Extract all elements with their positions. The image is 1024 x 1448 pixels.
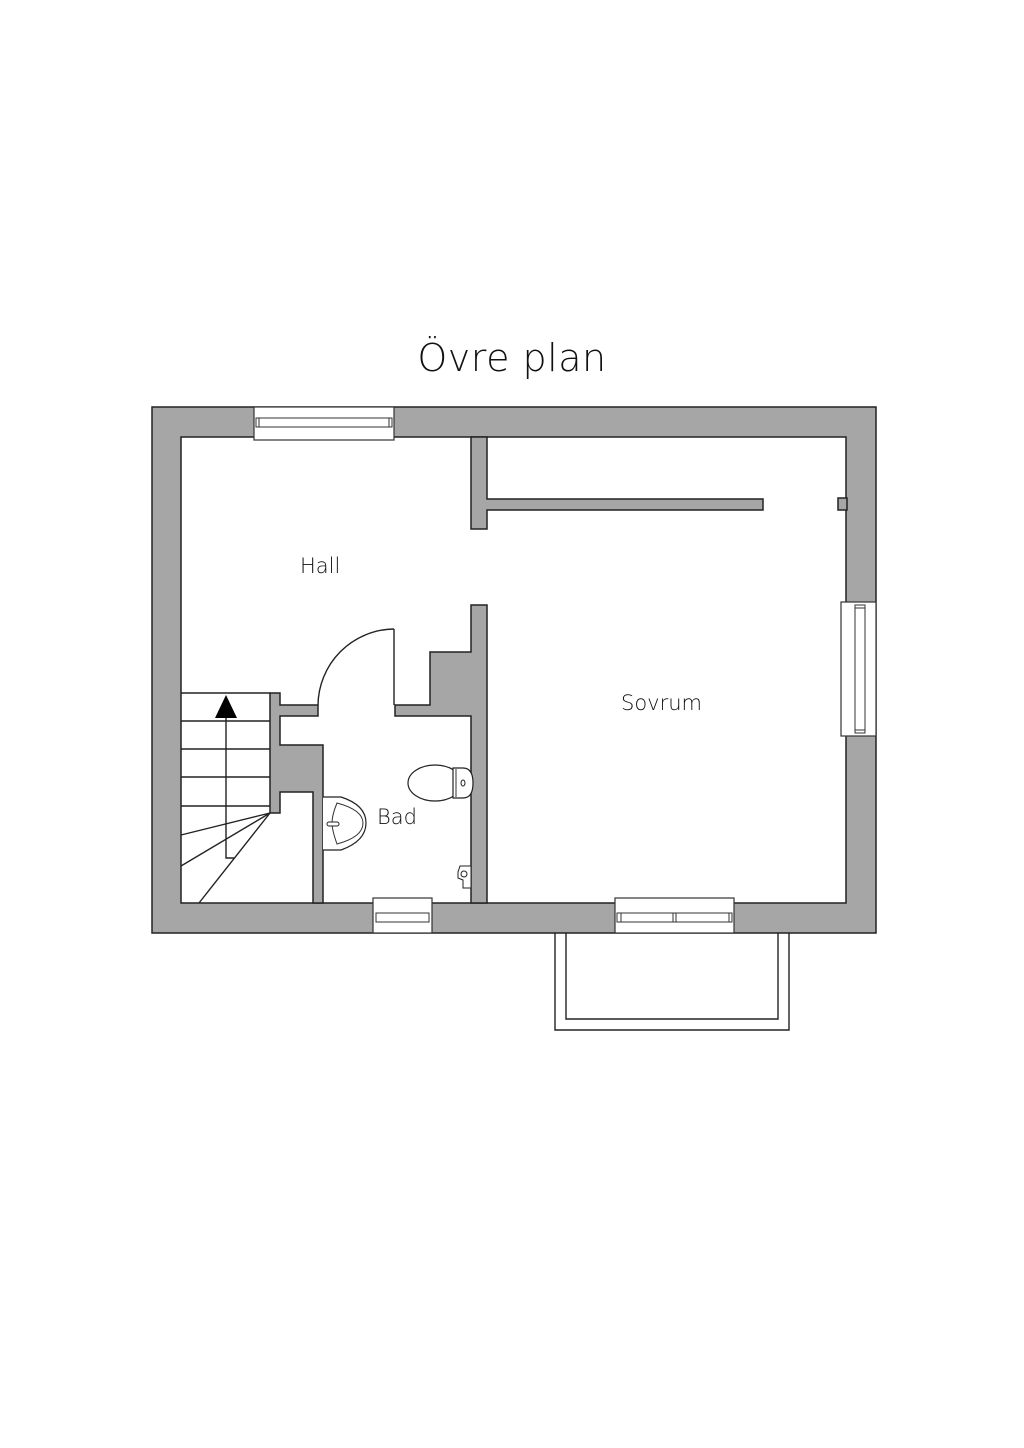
interior-wall-lower [394, 604, 488, 904]
interior-wall-upper [470, 436, 764, 530]
window-icon [372, 897, 433, 934]
stair-arrow-icon [215, 695, 237, 718]
balcony-icon [554, 933, 790, 1031]
room-label-sovrum: Sovrum [621, 691, 703, 715]
bath-left-wall [269, 692, 324, 904]
toilet-icon [407, 764, 474, 802]
room-label-bad: Bad [377, 805, 417, 829]
sink-icon [323, 796, 367, 851]
window-icon [614, 897, 735, 934]
window-icon [840, 601, 877, 737]
door-swing-icon [317, 628, 395, 706]
floor-title: Övre plan [417, 336, 607, 380]
faucet-icon [457, 865, 472, 889]
outer-wall [151, 406, 877, 934]
window-icon [253, 406, 395, 441]
stairs [180, 692, 271, 904]
wall-nub [837, 497, 848, 511]
room-label-hall: Hall [300, 554, 341, 578]
